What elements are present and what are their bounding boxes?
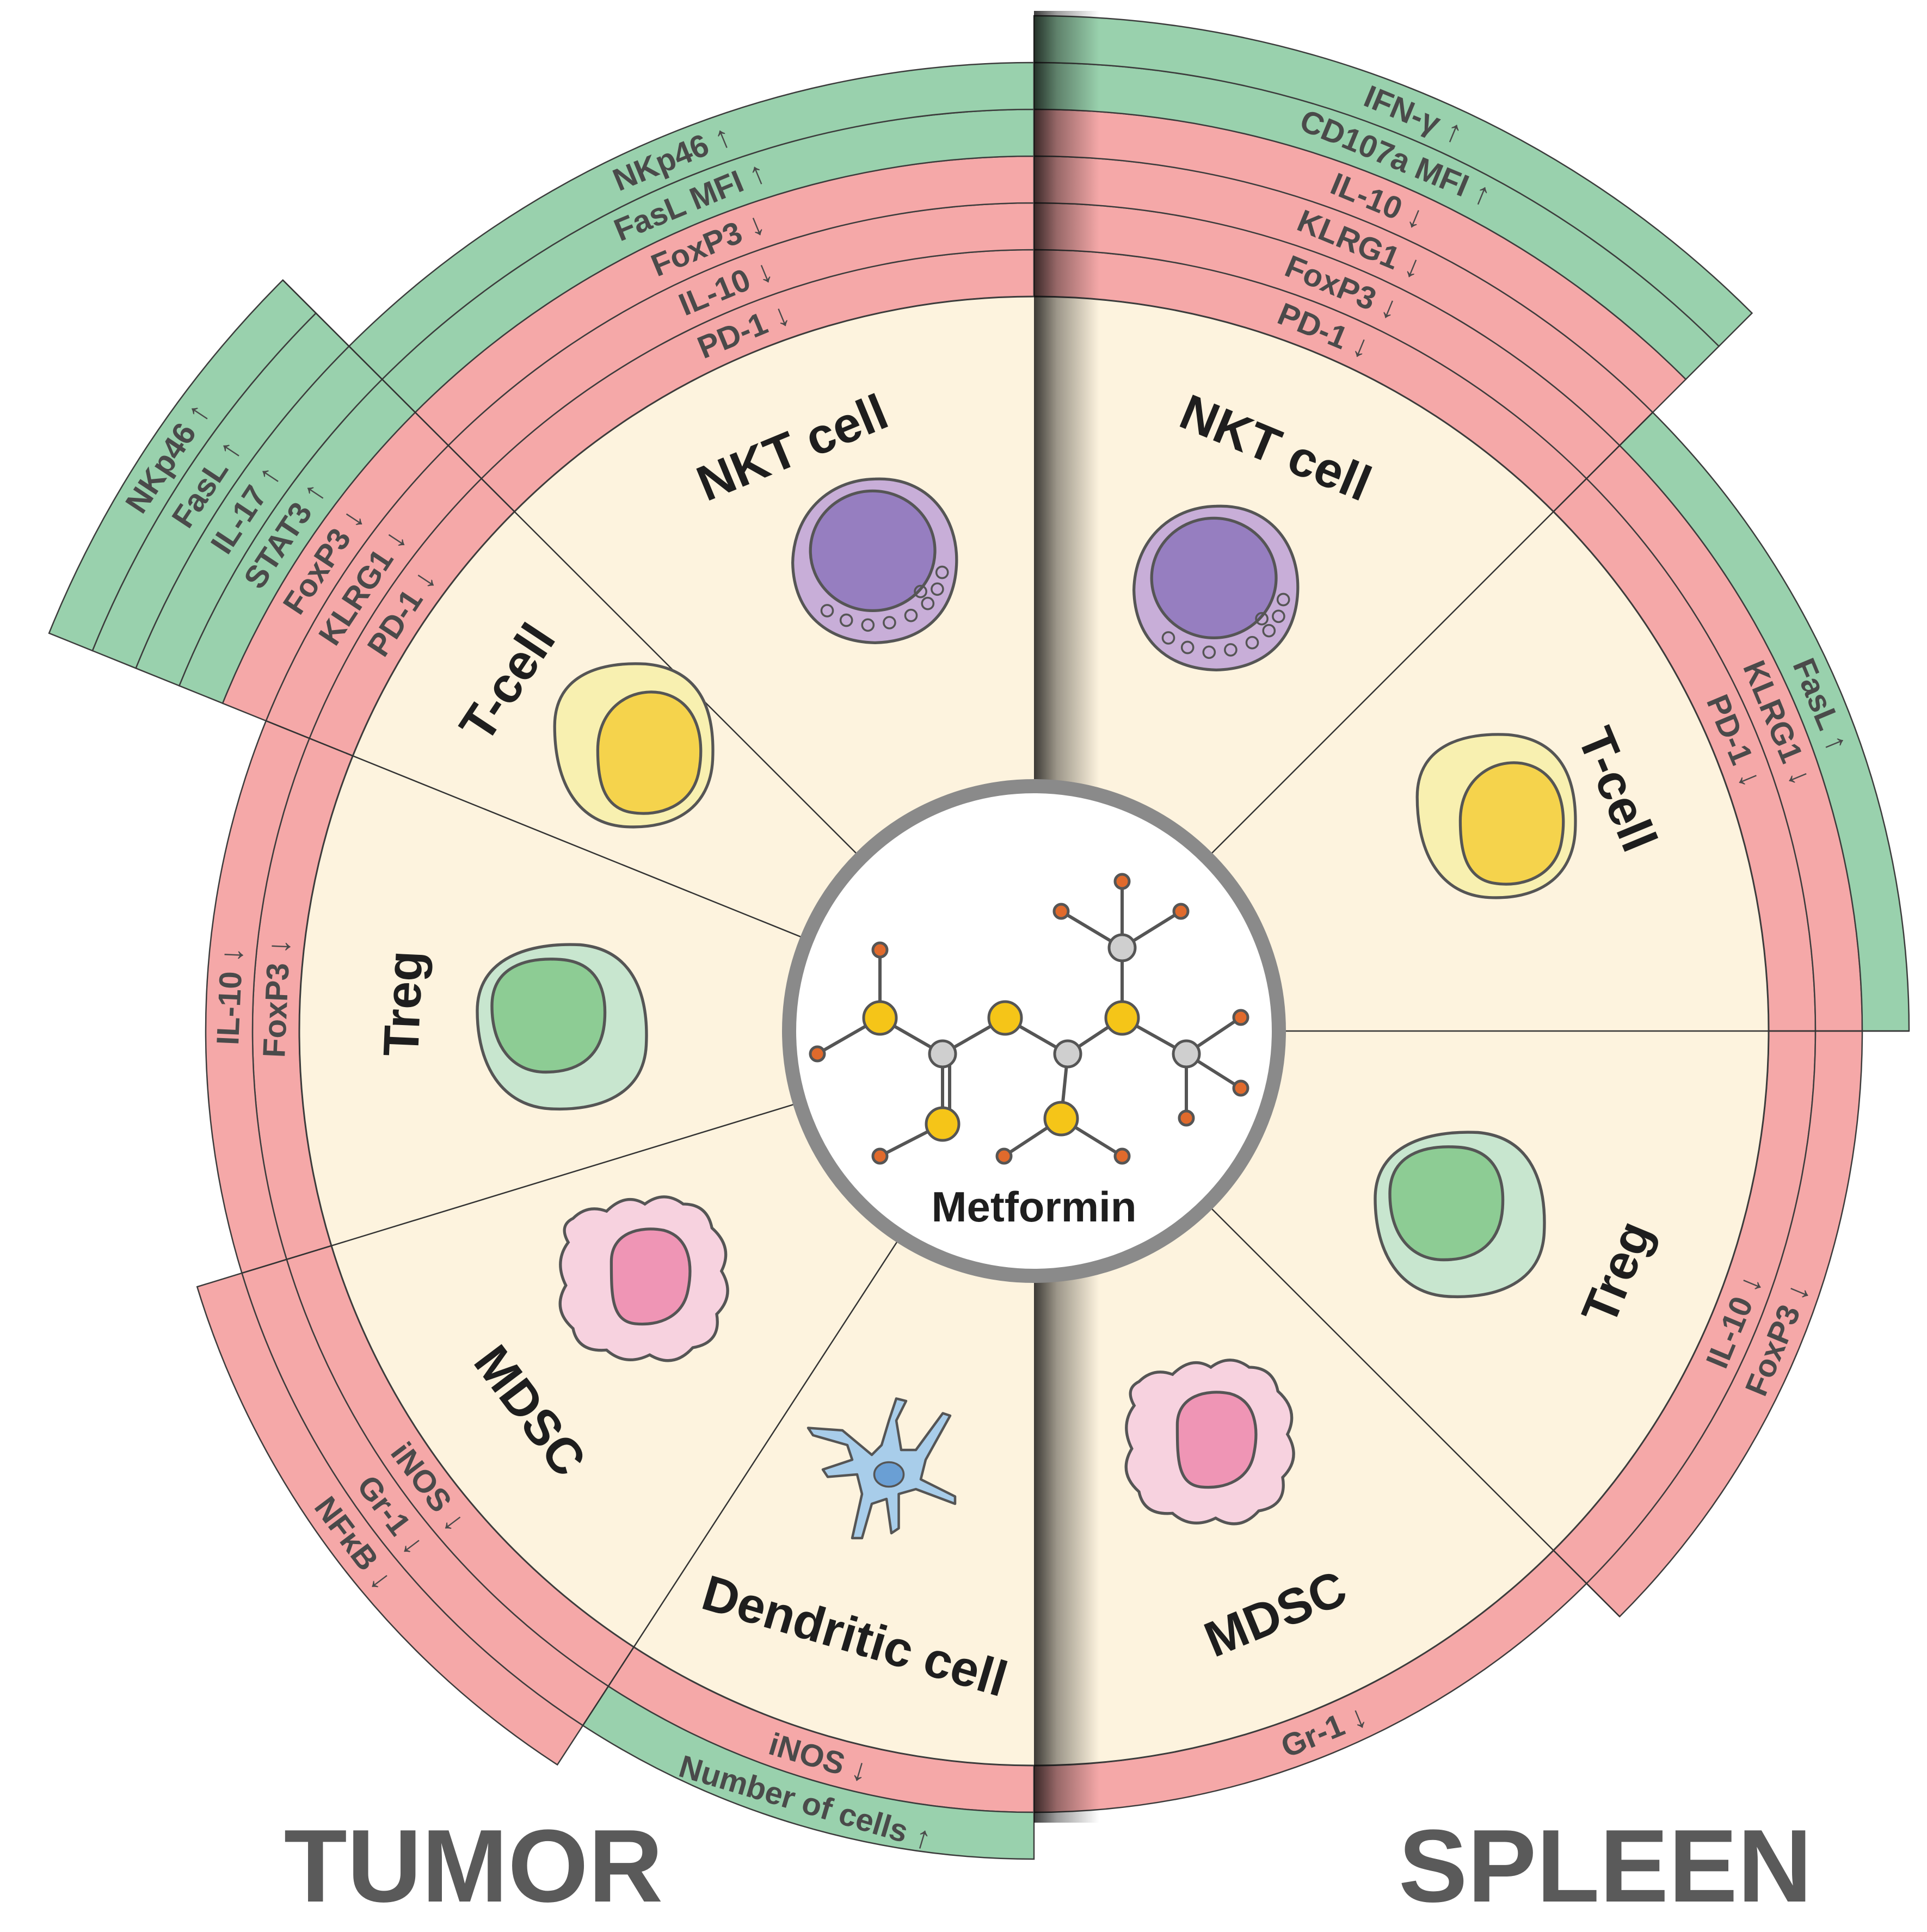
- mdsc-cell-icon: [1124, 1359, 1295, 1526]
- marker-band: [1033, 15, 1753, 348]
- sector-divider: [582, 1236, 901, 1726]
- cell-type-label: Treg: [373, 949, 433, 1058]
- center-label: Metformin: [932, 1183, 1137, 1231]
- nkt-cell-icon: [1132, 504, 1300, 672]
- metformin-molecule-icon: [809, 873, 1249, 1165]
- cell-illustrations: [476, 477, 1577, 1540]
- marker-label: FoxP3 ↓: [256, 937, 297, 1058]
- sector-divider: [242, 1102, 801, 1274]
- treg-cell-icon: [1374, 1131, 1546, 1299]
- sector-divider: [1206, 1203, 1621, 1618]
- treg-cell-icon: [476, 943, 648, 1111]
- t-cell-icon: [553, 662, 715, 829]
- center-ring: [782, 779, 1286, 1283]
- metformin-center: [782, 779, 1286, 1283]
- dendritic-cell-icon: [806, 1397, 957, 1540]
- t-cell-icon: [1415, 733, 1577, 899]
- marker-label: IL-10 ↓: [210, 946, 250, 1046]
- marker-band: [196, 1272, 584, 1766]
- nkt-cell-icon: [791, 477, 958, 645]
- mdsc-cell-icon: [558, 1195, 729, 1362]
- tumor-title: TUMOR: [284, 1808, 663, 1924]
- sector-divider: [266, 720, 808, 940]
- spleen-title: SPLEEN: [1399, 1808, 1812, 1924]
- sector-divider: [1206, 412, 1653, 859]
- sector-divider: [282, 279, 861, 859]
